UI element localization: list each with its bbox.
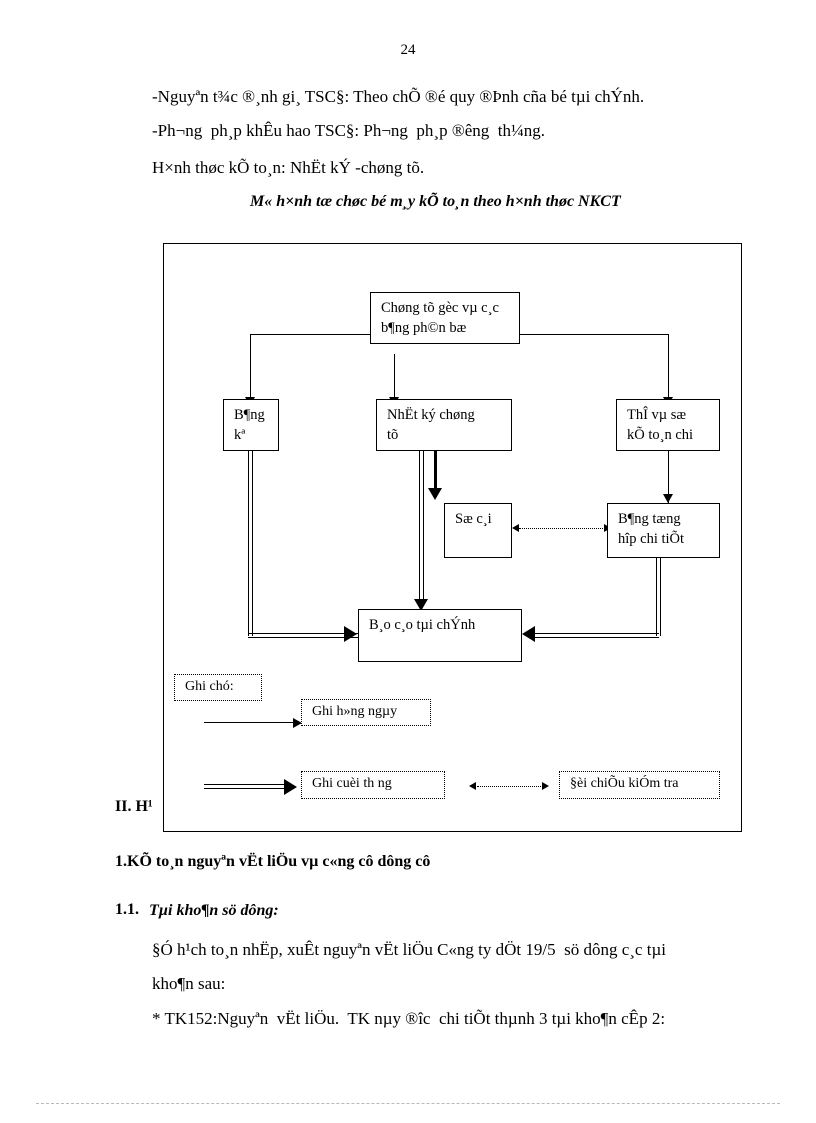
connector-down-to-bang-ke <box>250 334 251 406</box>
node-source-documents: Chøng tõ gèc vµ c¸c b¶ng ph©n bæ <box>370 292 520 344</box>
diagram-caption: M« h×nh tæ chøc bé m¸y kÕ to¸n theo h×nh… <box>250 193 621 210</box>
arrowhead-left-so-cai <box>512 524 519 532</box>
paragraph-1-line-1: §Ó h¹ch to¸n nhËp, xuÊt nguyªn vËt liÖu … <box>152 940 666 959</box>
connector-bang-ke-down <box>248 451 253 636</box>
connector-nhat-ky-down-bao-cao <box>419 451 424 606</box>
connector-down-to-the-chi-tiet <box>668 334 669 406</box>
paragraph-1-line-2: kho¶n sau: <box>152 974 226 993</box>
legend-arrow-monthly-head <box>284 779 297 795</box>
legend-arrow-check-line <box>477 786 545 787</box>
connector-so-cai-bang-tong-hop <box>519 528 607 529</box>
body-line-3: H×nh thøc kÕ to¸n: NhËt kÝ -chøng tõ. <box>152 158 425 177</box>
connector-the-to-bang-tong-hop <box>668 451 669 503</box>
connector-source-to-left <box>250 334 370 335</box>
legend-arrow-check-head-left <box>469 782 476 790</box>
connector-bang-ke-right <box>248 633 358 638</box>
legend-daily-label: Ghi h»ng ngµy <box>301 699 431 726</box>
legend-arrow-daily-line <box>204 722 297 723</box>
node-bao-cao-tai-chinh: B¸o c¸o tµi chÝnh <box>358 609 522 662</box>
legend-title: Ghi chó: <box>174 674 262 701</box>
arrowhead-right-bao-cao-left <box>344 626 357 642</box>
sub-heading-title: Tµi kho¶n sö dông: <box>149 902 279 919</box>
legend-arrow-daily-head <box>293 718 302 728</box>
node-bang-ke: B¶ng kª <box>223 399 279 451</box>
section-heading-ii: II. H¹ <box>115 798 153 815</box>
sub-heading-number: 1.1. <box>115 901 139 918</box>
connector-nhat-ky-to-so-cai <box>434 451 437 497</box>
node-bang-tong-hop-chi-tiet: B¶ng tæng hîp chi tiÕt <box>607 503 720 558</box>
node-the-so-ke-toan-chi-tiet: ThÎ vµ sæ kÕ to¸n chi <box>616 399 720 451</box>
connector-source-to-right <box>520 334 668 335</box>
arrowhead-down-bang-tong-hop <box>663 494 673 503</box>
connector-bang-tong-hop-left <box>535 633 659 638</box>
legend-monthly-label: Ghi cuèi th ng <box>301 771 445 799</box>
legend-arrow-monthly-line <box>204 784 292 789</box>
connector-down-to-nhat-ky <box>394 354 395 406</box>
node-nhat-ky-chung-tu: NhËt ký chøng tõ <box>376 399 512 451</box>
accounting-flow-diagram: Chøng tõ gèc vµ c¸c b¶ng ph©n bæ B¶ng kª… <box>163 243 742 832</box>
page-number: 24 <box>400 42 416 58</box>
legend-arrow-check-head-right <box>542 782 549 790</box>
paragraph-2: * TK152:Nguyªn vËt liÖu. TK nµy ®îc chi … <box>152 1009 666 1028</box>
footer-rule <box>36 1103 780 1104</box>
arrowhead-left-bao-cao-right <box>522 626 535 642</box>
body-line-1: -Nguyªn t¾c ®¸nh gi¸ TSC§: Theo chÕ ®é q… <box>152 87 645 106</box>
arrowhead-down-bao-cao-top <box>414 599 428 611</box>
body-line-2: -Ph¬ng ph¸p khÊu hao TSC§: Ph¬ng ph¸p ®ê… <box>152 121 546 140</box>
legend-check-label: §èi chiÕu kiÓm tra <box>559 771 720 799</box>
connector-bang-tong-hop-down <box>656 558 661 636</box>
arrowhead-down-so-cai <box>428 488 442 500</box>
heading-1: 1.KÕ to¸n nguyªn vËt liÖu vµ c«ng cô dôn… <box>115 853 431 870</box>
node-so-cai: Sæ c¸i <box>444 503 512 558</box>
